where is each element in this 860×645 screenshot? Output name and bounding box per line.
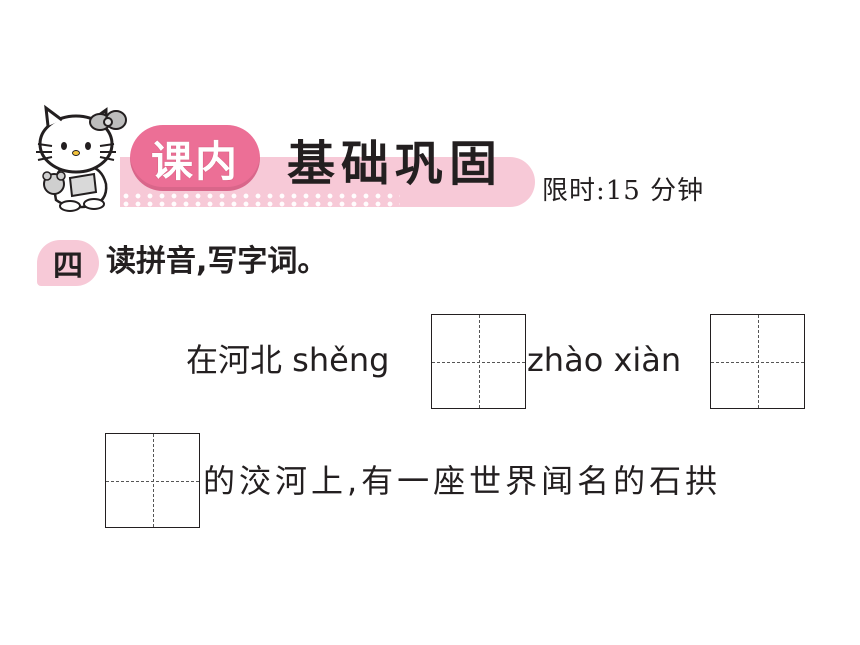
section-badge-label: 课内 [150, 136, 239, 186]
answer-grid-box-2[interactable] [710, 314, 805, 409]
question-number-bubble [37, 240, 99, 286]
section-title: 基础巩固 [287, 136, 504, 192]
answer-grid-box-1[interactable] [431, 314, 526, 409]
time-limit-label: 限时:15 分钟 [542, 176, 705, 206]
section-badge: 课内 [130, 125, 260, 191]
passage-line1-prefix: 在河北 shěng [186, 341, 390, 379]
question-instruction: 读拼音,写字词。 [106, 244, 328, 279]
question-number: 四 [53, 249, 83, 284]
passage-line2: 的洨河上,有一座世界闻名的石拱 [203, 462, 722, 500]
banner-dot-pattern [120, 192, 400, 208]
answer-grid-box-3[interactable] [105, 433, 200, 528]
passage-line1-middle: zhào xiàn [527, 341, 682, 379]
hello-kitty-mascot-icon [36, 104, 127, 212]
